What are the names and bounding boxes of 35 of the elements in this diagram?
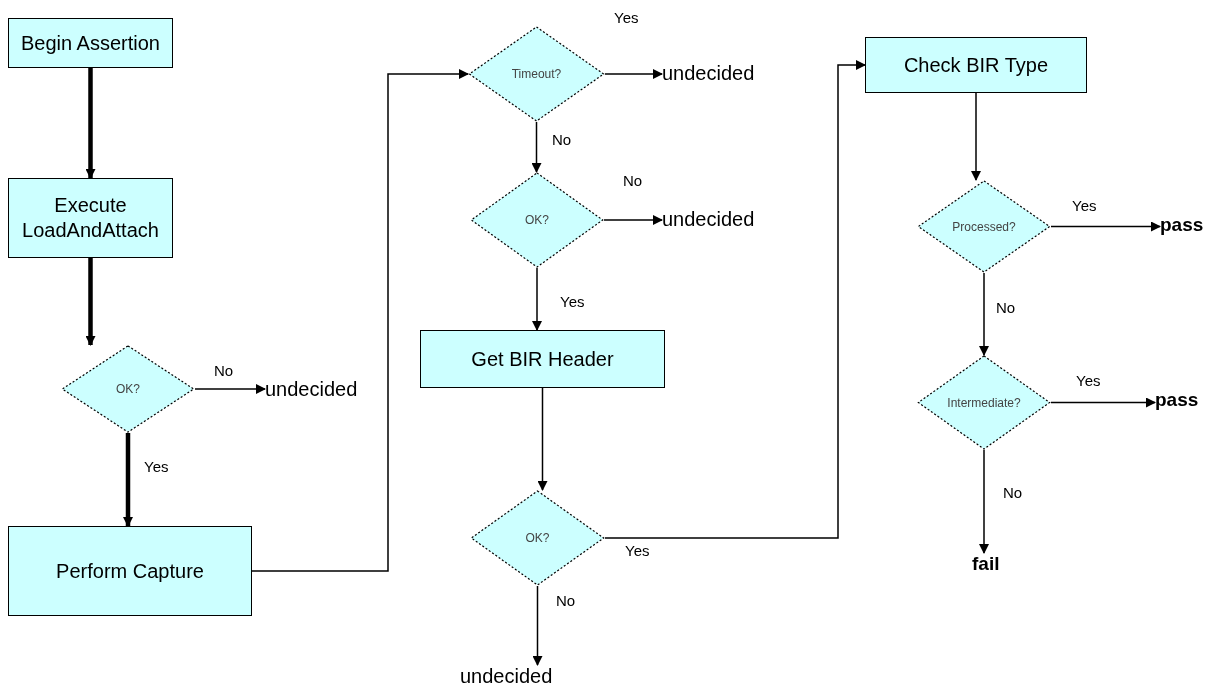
outcome-text: pass [1155,389,1199,411]
decision-diamond: Processed? [917,180,1051,273]
arrow [532,267,542,331]
arrow [1050,397,1156,408]
outcome-text: fail [972,553,1000,575]
arrow [123,433,133,527]
arrow [1050,221,1161,232]
arrow [531,121,542,173]
arrow [194,384,266,394]
outcome-text: undecided [265,378,358,401]
process-box: Execute LoadAndAttach [8,178,173,258]
process-box: Begin Assertion [8,18,173,68]
outcome-text: pass [1160,214,1204,236]
arrow [979,272,989,356]
process-box: Check BIR Type [865,37,1087,93]
decision-diamond: OK? [470,490,605,586]
outcome-text: undecided [662,62,755,85]
arrow [532,585,543,666]
arrow [979,449,989,554]
decision-diamond: Timeout? [468,26,605,122]
outcome-text: undecided [460,665,553,688]
arrow [604,69,663,79]
decision-diamond: OK? [470,172,604,268]
arrow [603,215,663,225]
process-box: Perform Capture [8,526,252,616]
decision-diamond: OK? [61,345,195,433]
arrow [251,69,469,572]
arrow [85,258,96,346]
arrow [971,92,981,181]
arrow [604,60,866,539]
outcome-text: undecided [662,208,755,231]
arrow [85,68,96,179]
arrow [537,387,548,491]
decision-diamond: Intermediate? [917,355,1051,450]
process-box: Get BIR Header [420,330,665,388]
